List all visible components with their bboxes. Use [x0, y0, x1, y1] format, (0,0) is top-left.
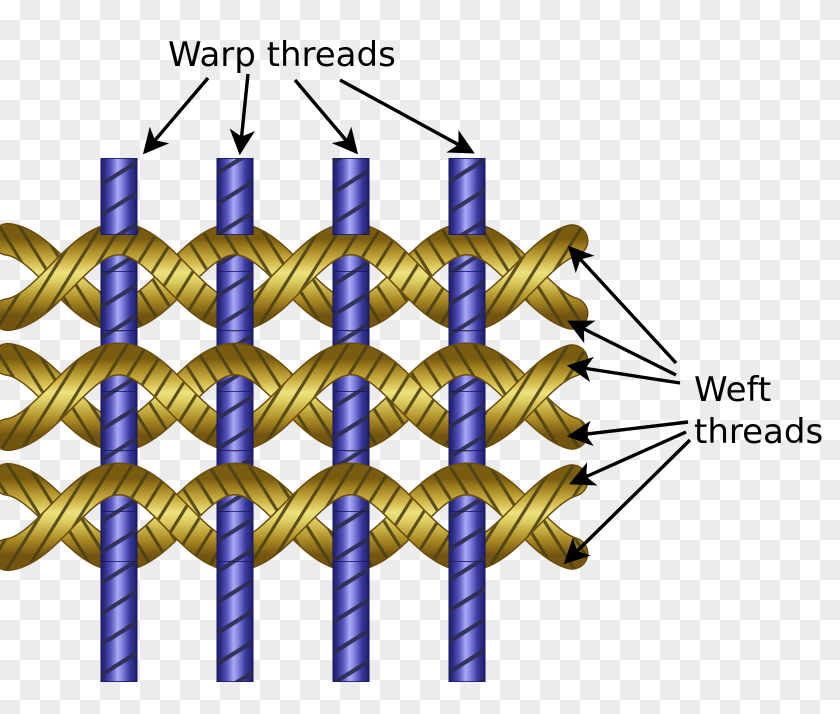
warp-thread-2 [216, 158, 254, 235]
warp-threads-label: Warp threads [168, 34, 396, 76]
weft-row-1 [0, 222, 589, 332]
warp-pointer-arrow-4 [339, 78, 475, 154]
warp-thread-1 [100, 271, 138, 331]
warp-thread-2 [216, 271, 254, 331]
warp-thread-2 [216, 391, 254, 451]
warp-thread-4 [448, 271, 486, 331]
weft-threads-label-line2: threads [694, 412, 824, 452]
weft-pointer-arrow-6 [563, 438, 692, 565]
weft-pointer-arrow-5 [569, 430, 687, 486]
warp-thread-3 [332, 391, 370, 451]
weft-pointer-arrow-1 [567, 245, 678, 365]
warp-thread-1 [100, 561, 138, 682]
weft-row-3 [0, 462, 589, 572]
warp-thread-3 [332, 271, 370, 331]
warp-thread-3 [332, 561, 370, 682]
warp-thread-4 [448, 158, 486, 235]
warp-thread-3 [332, 158, 370, 235]
warp-thread-4 [448, 561, 486, 682]
weft-threads-layer [0, 222, 589, 572]
warp-pointer-arrow-3 [293, 78, 359, 155]
warp-thread-2 [216, 561, 254, 682]
warp-pointer-arrow-1 [142, 76, 210, 155]
warp-threads-label-text: Warp threads [168, 35, 396, 75]
annotation-arrows [142, 73, 692, 565]
weft-pointer-arrow-3 [566, 356, 681, 385]
weft-pointer-arrow-2 [567, 320, 677, 377]
warp-thread-4 [448, 391, 486, 451]
warp-thread-1 [100, 158, 138, 235]
warp-threads-front-layer [100, 158, 486, 682]
weft-pointer-arrow-4 [566, 420, 689, 447]
warp-pointer-arrow-2 [229, 73, 255, 156]
weft-row-2 [0, 342, 589, 452]
weft-threads-label-line1: Weft [694, 370, 772, 410]
warp-thread-1 [100, 391, 138, 451]
